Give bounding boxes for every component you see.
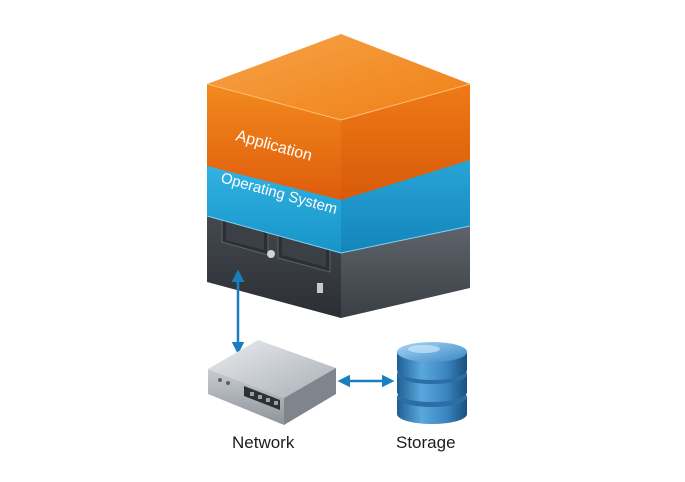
- network-switch-icon: [208, 340, 336, 425]
- network-label: Network: [232, 433, 295, 452]
- application-layer: [206, 34, 471, 200]
- storage-label: Storage: [396, 433, 456, 452]
- storage-database-icon: [397, 342, 467, 424]
